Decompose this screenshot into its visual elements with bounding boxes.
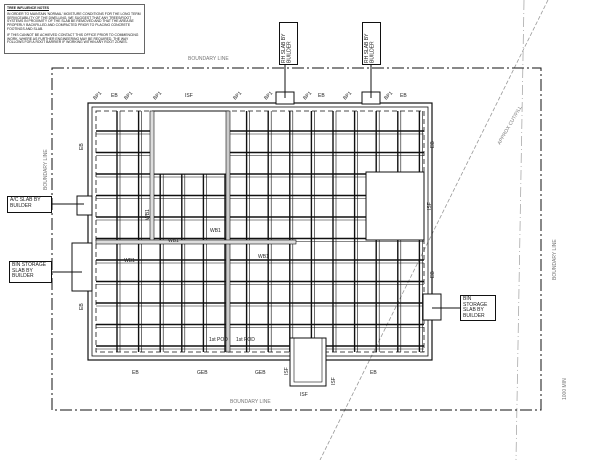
wb1-label: WB1	[210, 228, 221, 234]
rh-slab-2-label: RH SLAB BY BUILDER	[362, 22, 381, 65]
bp1-label: BP1	[263, 90, 274, 101]
boundary-label-left: BOUNDARY LINE	[43, 149, 49, 190]
beam-label-eb: EB	[79, 303, 85, 310]
boundary-line	[51, 67, 542, 411]
beam-label-isf: ISF	[284, 367, 290, 375]
void-top	[152, 110, 229, 175]
service-line	[515, 0, 525, 460]
internal-beam-3	[95, 239, 297, 245]
bp1-label: BP1	[123, 90, 134, 101]
corner-label: 1000 MIN	[562, 378, 568, 400]
bp1-label: BP1	[342, 90, 353, 101]
beam-label-eb: EB	[132, 370, 139, 376]
void-right	[365, 171, 425, 241]
ac-slab-box	[76, 195, 93, 216]
bin-right-box	[422, 293, 442, 321]
bin-storage-right-label: BIN STORAGE SLAB BY BUILDER	[460, 295, 496, 321]
bin-storage-left-label: BIN STORAGE SLAB BY BUILDER	[9, 261, 52, 283]
wb1-label: WB1	[145, 209, 151, 220]
beam-label-eb: EB	[79, 143, 85, 150]
boundary-label-right: BOUNDARY LINE	[552, 239, 558, 280]
beam-label-eb: EB	[318, 93, 325, 99]
beam-label-geb: GEB	[255, 370, 266, 376]
notes-paragraph-2: IF THIS CANNOT BE ACHIEVED CONTACT THIS …	[7, 32, 139, 45]
beam-label-geb: GEB	[197, 370, 208, 376]
beam-label-eb: EB	[400, 93, 407, 99]
beam-label-eb: EB	[430, 271, 436, 278]
wb1-label: WB1	[124, 258, 135, 264]
bp1-label: BP1	[152, 90, 163, 101]
bp1-label: BP1	[383, 90, 394, 101]
wb1-label: WB1	[168, 238, 179, 244]
bp1-label: BP1	[92, 90, 103, 101]
internal-beam-2	[149, 110, 155, 242]
wb1-label: WB1	[258, 254, 269, 260]
bp1-label: BP1	[232, 90, 243, 101]
isf-extension	[289, 337, 327, 387]
fall-label: APPROX CUT/FILL	[497, 105, 524, 146]
rh-slab-1-label: RH SLAB BY BUILDER	[279, 22, 298, 65]
slab-inner-edge	[91, 106, 429, 357]
beam-label-eb: EB	[370, 370, 377, 376]
beam-label-eb: EB	[430, 141, 436, 148]
internal-beam-1	[225, 110, 231, 353]
pod-label: 1st POD	[209, 337, 228, 343]
cut-fill-line	[319, 0, 549, 460]
boundary-label-bottom: BOUNDARY LINE	[230, 399, 271, 405]
beam-label-isf: ISF	[331, 377, 337, 385]
beam-labels: EB ISF EB EB EB GEB GEB EB ISF BP1 BP1 BP1 BP1 BP1 BP1…	[79, 90, 436, 398]
beam-label-eb: EB	[111, 93, 118, 99]
bin-left-box	[71, 242, 93, 292]
bp1-label: BP1	[302, 90, 313, 101]
ac-slab-label: A/C SLAB BY BUILDER	[7, 196, 52, 213]
isf-extension-inner	[293, 337, 323, 383]
beam-label-isf: ISF	[185, 93, 193, 99]
notes-paragraph-1: IN ORDER TO MAINTAIN 'NORMAL' MOISTURE C…	[7, 11, 141, 31]
notes-title: TREE INFLUENCE NOTES	[7, 6, 50, 10]
slab-outer-edge	[87, 102, 433, 361]
tree-influence-notes: TREE INFLUENCE NOTES IN ORDER TO MAINTAI…	[4, 4, 145, 54]
boundary-label-top: BOUNDARY LINE	[188, 56, 229, 62]
beam-label-isf: ISF	[427, 202, 433, 210]
beam-label-isf: ISF	[300, 392, 308, 398]
pod-label: 1st POD	[236, 337, 255, 343]
